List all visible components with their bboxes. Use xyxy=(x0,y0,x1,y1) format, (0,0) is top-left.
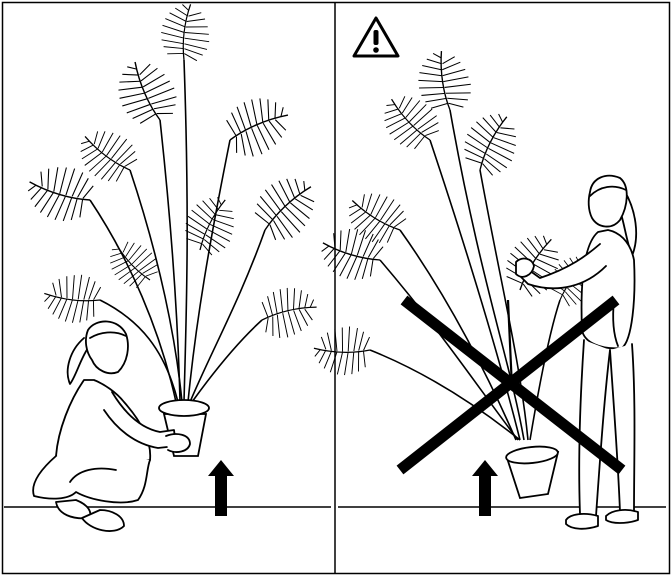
up-arrow-icon xyxy=(208,460,234,516)
plant-pot-right xyxy=(505,445,560,499)
person-crouching xyxy=(32,320,191,532)
palm-plant-left xyxy=(19,0,330,403)
cross-out-icon xyxy=(396,295,626,475)
up-arrow-icon xyxy=(472,460,498,516)
warning-triangle-icon xyxy=(352,16,400,58)
panel-correct xyxy=(4,0,331,532)
panel-incorrect xyxy=(311,16,666,530)
person-standing xyxy=(515,174,639,530)
palm-plant-right xyxy=(311,48,607,441)
